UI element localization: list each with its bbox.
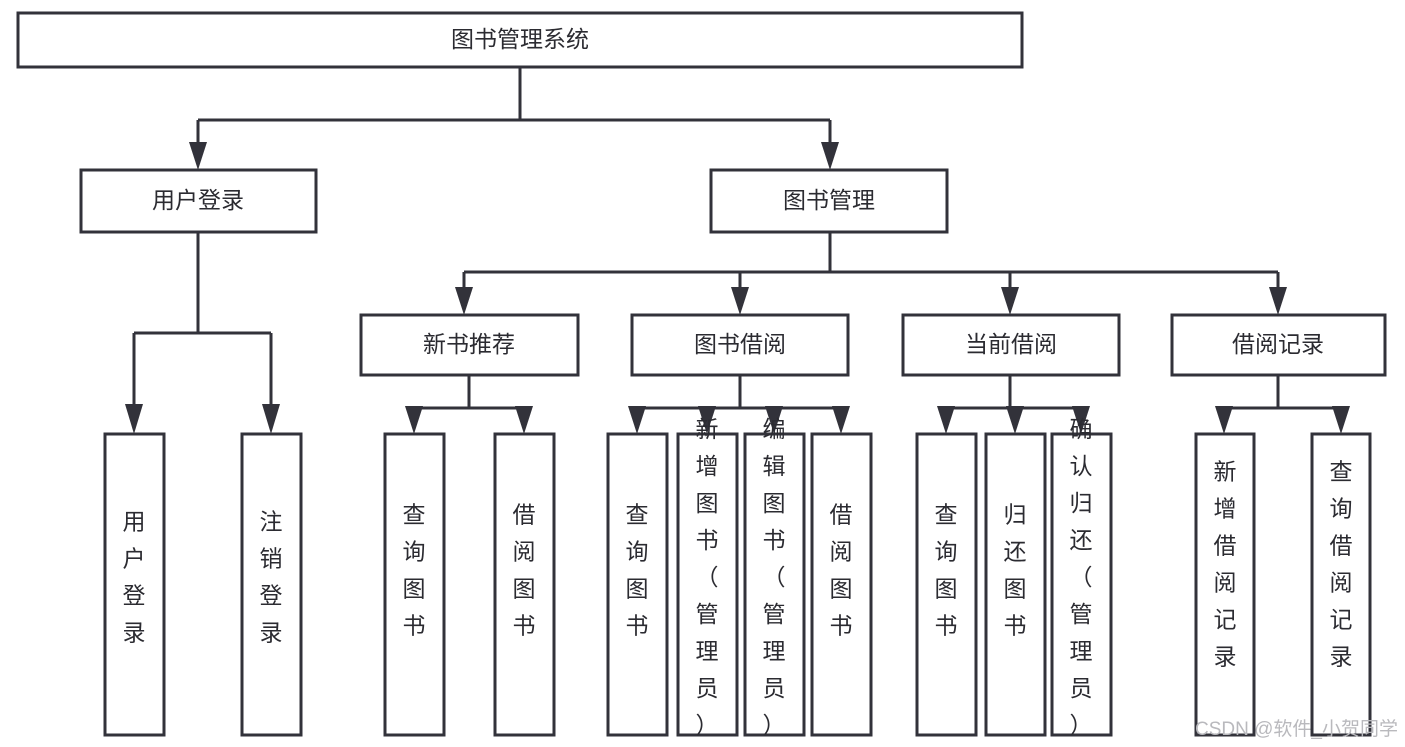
node-new-book-rec-box[interactable] [359,313,580,377]
connector-group-root-to-level2 [189,67,839,170]
node-leaf-confirm-return[interactable]: 确认归还（管理员） [1050,416,1113,738]
arrowhead-book-borrow [731,287,749,315]
node-leaf-add-record-box[interactable] [1194,432,1256,737]
node-leaf-edit-book-label: 编辑图书（管理员） [763,416,786,738]
arrowhead-leaf-query-book-borrow [628,406,646,434]
node-current-borrow[interactable]: 当前借阅 [901,313,1121,377]
node-leaf-add-book-box[interactable] [676,432,739,737]
node-leaf-borrow-book-label: 借阅图书 [830,502,853,639]
connector-group-current-borrow-to-leaves [937,375,1090,434]
node-leaf-borrow-book-rec-box[interactable] [493,432,556,737]
node-user-login-label: 用户登录 [152,187,244,213]
node-borrow-record[interactable]: 借阅记录 [1170,313,1387,377]
node-leaf-add-book[interactable]: 新增图书（管理员） [676,416,739,738]
node-leaf-user-login-box[interactable] [103,432,166,737]
node-book-manage-label: 图书管理 [783,187,875,213]
node-book-borrow-box[interactable] [630,313,850,377]
node-leaf-edit-book-box[interactable] [743,432,806,737]
node-leaf-query-book-borrow-box[interactable] [606,432,669,737]
connector-group-borrow-record-to-leaves [1215,375,1350,434]
arrowhead-leaf-query-record [1332,406,1350,434]
node-leaf-borrow-book-rec[interactable]: 借阅图书 [493,432,556,737]
arrowhead-borrow-record [1269,287,1287,315]
node-leaf-query-book-borrow[interactable]: 查询图书 [606,432,669,737]
node-leaf-logout-login-label: 注销登录 [260,509,283,646]
node-leaf-add-book-label: 新增图书（管理员） [696,416,719,738]
node-leaf-query-book-rec[interactable]: 查询图书 [383,432,446,737]
node-user-login[interactable]: 用户登录 [79,168,318,234]
arrowhead-user-login [189,142,207,170]
node-root-label: 图书管理系统 [451,26,589,52]
watermark-label: CSDN @软件_小贺同学 [1195,718,1398,740]
node-root-box[interactable] [16,11,1024,69]
node-leaf-borrow-book-box[interactable] [810,432,873,737]
arrowhead-leaf-edit-book [765,406,783,434]
arrowhead-leaf-query-book-current [937,406,955,434]
arrowhead-leaf-borrow-book [832,406,850,434]
arrowhead-leaf-query-book-rec [405,406,423,434]
node-leaf-return-book-box[interactable] [984,432,1047,737]
node-leaf-return-book[interactable]: 归还图书 [984,432,1047,737]
node-leaf-edit-book[interactable]: 编辑图书（管理员） [743,416,806,738]
node-current-borrow-label: 当前借阅 [965,331,1057,357]
arrowhead-current-borrow [1001,287,1019,315]
node-leaf-query-book-borrow-label: 查询图书 [626,502,649,639]
node-borrow-record-label: 借阅记录 [1232,331,1324,357]
node-leaf-query-book-rec-label: 查询图书 [403,502,426,639]
arrowhead-leaf-borrow-book-rec [515,406,533,434]
node-current-borrow-box[interactable] [901,313,1121,377]
node-leaf-logout-login-box[interactable] [240,432,303,737]
node-leaf-query-book-rec-box[interactable] [383,432,446,737]
node-new-book-rec[interactable]: 新书推荐 [359,313,580,377]
node-leaf-query-record-label: 查询借阅记录 [1330,459,1353,670]
node-new-book-rec-label: 新书推荐 [423,331,515,357]
node-leaf-query-record[interactable]: 查询借阅记录 [1310,432,1372,737]
node-leaf-borrow-book[interactable]: 借阅图书 [810,432,873,737]
connector-group-book-borrow-to-leaves [628,375,850,434]
node-leaf-add-record[interactable]: 新增借阅记录 [1194,432,1256,737]
node-book-manage-box[interactable] [709,168,949,234]
arrowhead-leaf-add-book [698,406,716,434]
node-leaf-return-book-label: 归还图书 [1004,502,1027,639]
node-leaf-query-book-current[interactable]: 查询图书 [915,432,978,737]
node-book-borrow-label: 图书借阅 [694,331,786,357]
node-leaf-user-login[interactable]: 用户登录 [103,432,166,737]
node-leaf-query-book-current-box[interactable] [915,432,978,737]
connector-group-new-book-rec-to-leaves [405,375,533,434]
connector-group-user-login-to-leaves [125,232,280,434]
arrowhead-leaf-add-record [1215,406,1233,434]
node-leaf-confirm-return-label: 确认归还（管理员） [1070,416,1093,738]
arrowhead-book-manage [821,142,839,170]
connector-group-book-manage-to-level3 [455,232,1287,315]
node-leaf-logout-login[interactable]: 注销登录 [240,432,303,737]
arrowhead-leaf-confirm-return [1072,406,1090,434]
node-leaf-add-record-label: 新增借阅记录 [1214,459,1237,670]
arrowhead-leaf-return-book [1006,406,1024,434]
node-leaf-query-book-current-label: 查询图书 [935,502,958,639]
node-leaf-user-login-label: 用户登录 [123,509,146,646]
arrowhead-leaf-user-login [125,404,143,434]
arrowhead-leaf-logout [262,404,280,434]
node-root[interactable]: 图书管理系统 [16,11,1024,69]
node-user-login-box[interactable] [79,168,318,234]
node-leaf-confirm-return-box[interactable] [1050,432,1113,737]
node-book-borrow[interactable]: 图书借阅 [630,313,850,377]
node-leaf-borrow-book-rec-label: 借阅图书 [513,502,536,639]
node-book-manage[interactable]: 图书管理 [709,168,949,234]
node-borrow-record-box[interactable] [1170,313,1387,377]
arrowhead-new-book-rec [455,287,473,315]
node-leaf-query-record-box[interactable] [1310,432,1372,737]
